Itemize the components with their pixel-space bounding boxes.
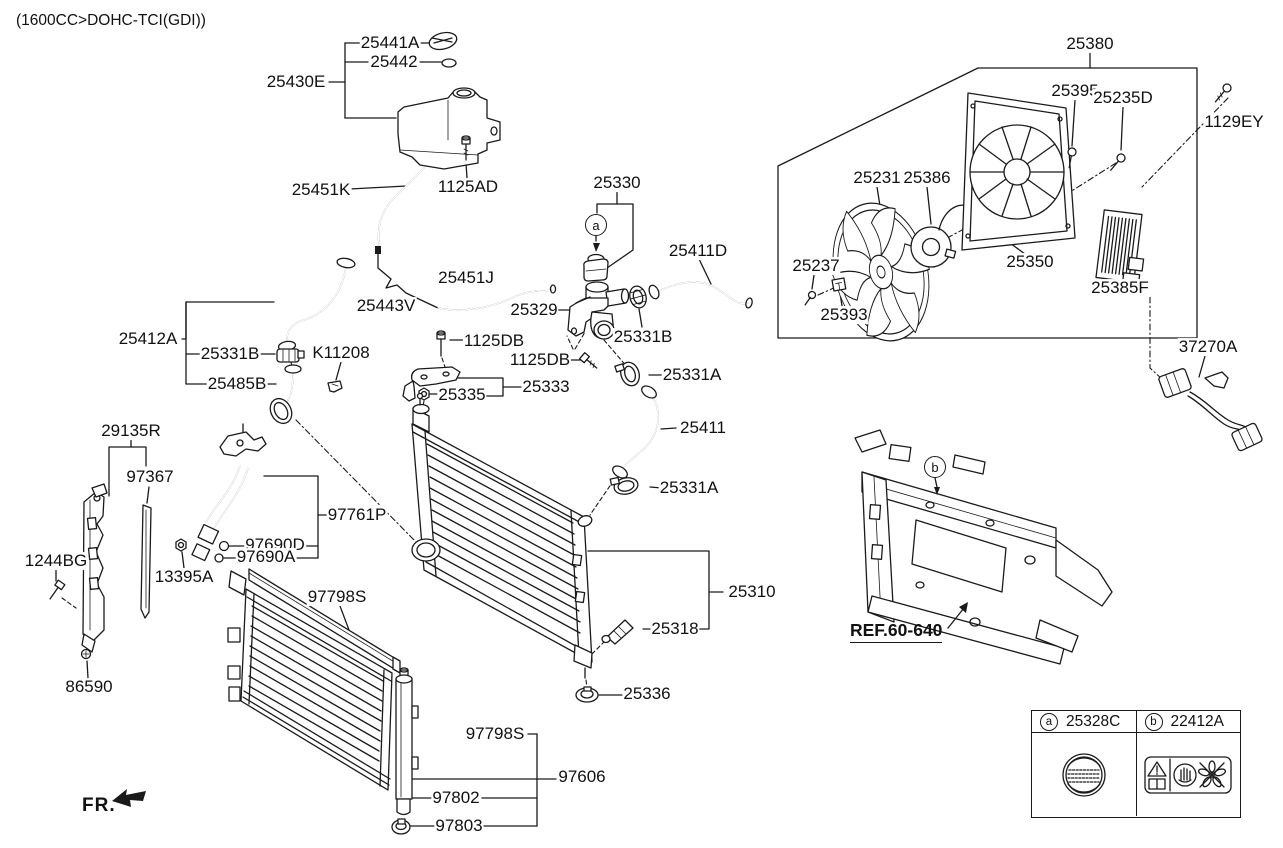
- part-label-25331A: 25331A: [661, 365, 723, 385]
- part-label-25411: 25411: [678, 418, 728, 438]
- callout-a: a: [585, 214, 607, 236]
- part-label-25386: 25386: [902, 168, 952, 188]
- callout-b-letter: b: [931, 459, 939, 475]
- radiator-cap-label-icon: [1032, 733, 1136, 816]
- clip-25393: [831, 277, 847, 292]
- part-label-K11208: K11208: [311, 343, 371, 363]
- part-label-29135R: 29135R: [100, 421, 162, 441]
- bolt-1129EY: [1214, 83, 1232, 103]
- part-label-97798S: 97798S: [464, 724, 526, 744]
- legend-body-row: [1032, 733, 1240, 816]
- filler-neck-drawing: [567, 253, 630, 340]
- part-label-25350: 25350: [1005, 252, 1055, 272]
- part-label-25330: 25330: [592, 173, 642, 193]
- harness-37270A-drawing: [1158, 355, 1263, 452]
- part-label-25237: 25237: [791, 256, 841, 276]
- fr-direction-arrow: [112, 789, 146, 807]
- part-label-97690A: 97690A: [235, 547, 297, 567]
- legend-header-row: a 25328C b 22412A: [1032, 711, 1240, 733]
- support-callout-arrows: [934, 477, 968, 629]
- part-label-25485B: 25485B: [206, 374, 268, 394]
- ac-tube-drawing: [175, 423, 267, 563]
- fan-shroud-25350-drawing: [961, 92, 1076, 251]
- fan-controller-25385F-drawing: [1095, 209, 1145, 289]
- part-label-97606: 97606: [557, 767, 607, 787]
- part-label-25443V: 25443V: [355, 296, 417, 316]
- left-hose-leaders: [181, 301, 417, 543]
- part-label-25380: 25380: [1065, 34, 1115, 54]
- condenser-leaders: [339, 605, 557, 827]
- bolt-25395: [1067, 147, 1077, 169]
- part-label-25412A: 25412A: [117, 329, 179, 349]
- part-label-25331A: 25331A: [658, 478, 720, 498]
- part-label-25385F: 25385F: [1090, 278, 1150, 298]
- part-label-25336: 25336: [622, 684, 672, 704]
- radiator-drawing: [411, 392, 634, 703]
- part-label-25329: 25329: [509, 300, 559, 320]
- reservoir-tank-drawing: [375, 31, 557, 311]
- legend-cell-a: a 25328C: [1032, 711, 1136, 732]
- part-label-1125DB: 1125DB: [508, 350, 572, 370]
- legend-letter-b: b: [1150, 715, 1157, 728]
- legend-letter-a: a: [1045, 715, 1053, 728]
- fan-warning-label-icon: [1135, 733, 1241, 816]
- part-label-25393: 25393: [819, 305, 869, 325]
- ref-60-640-link[interactable]: REF.60-640: [850, 620, 943, 643]
- part-label-25430E: 25430E: [265, 72, 327, 92]
- air-guard-drawing: [49, 483, 152, 660]
- clamp-25331B-right: [629, 285, 647, 309]
- part-label-25331B: 25331B: [199, 344, 261, 364]
- lower-hose-25412A-drawing: [269, 257, 356, 425]
- legend-circle-b: b: [1144, 712, 1163, 731]
- fan-assembly-box: [777, 67, 1198, 339]
- part-label-37270A: 37270A: [1177, 337, 1239, 357]
- bolt-1125AD: [461, 135, 471, 161]
- part-label-13395A: 13395A: [153, 567, 215, 587]
- callout-b: b: [924, 456, 946, 478]
- legend-code-a: 25328C: [1066, 712, 1121, 730]
- part-label-1129EY: 1129EY: [1203, 112, 1265, 132]
- part-label-97367: 97367: [125, 467, 175, 487]
- bolt-25237: [804, 290, 817, 306]
- part-label-25333: 25333: [521, 377, 571, 397]
- part-label-25335: 25335: [437, 385, 487, 405]
- air-guard-leaders: [55, 439, 150, 679]
- part-label-25451J: 25451J: [437, 268, 495, 288]
- part-label-1244BG: 1244BG: [23, 551, 89, 571]
- part-label-97761P: 97761P: [326, 505, 388, 525]
- part-label-1125AD: 1125AD: [436, 177, 500, 197]
- part-label-25235D: 25235D: [1092, 88, 1154, 108]
- part-label-25331B: 25331B: [612, 327, 674, 347]
- part-label-86590: 86590: [64, 677, 114, 697]
- part-label-1125DB: 1125DB: [462, 331, 526, 351]
- fr-label: FR.: [82, 795, 116, 816]
- part-label-97803: 97803: [434, 816, 484, 836]
- part-label-97798S: 97798S: [306, 587, 368, 607]
- upper-hose-25411D-drawing: [648, 281, 753, 309]
- part-label-25441A: 25441A: [359, 33, 421, 53]
- part-label-25451K: 25451K: [290, 180, 352, 200]
- bolt-25235D: [1110, 153, 1126, 171]
- legend-circle-a: a: [1040, 712, 1058, 731]
- bracket-25333-drawing: [402, 330, 598, 402]
- hose-25411-drawing: [609, 361, 659, 495]
- part-label-97802: 97802: [431, 788, 481, 808]
- legend-code-b: 22412A: [1170, 712, 1224, 730]
- part-label-25442: 25442: [369, 52, 419, 72]
- part-label-25310: 25310: [727, 582, 777, 602]
- legend-table: a 25328C b 22412A: [1031, 710, 1241, 818]
- part-label-25231: 25231: [852, 168, 902, 188]
- radiator-support-drawing: [854, 429, 1113, 665]
- part-label-25318: 25318: [650, 619, 700, 639]
- part-label-25411D: 25411D: [667, 241, 729, 261]
- thermostat-leaders: [557, 190, 712, 516]
- callout-a-letter: a: [592, 217, 600, 233]
- condenser-drawing: [227, 568, 419, 835]
- legend-cell-b: b 22412A: [1135, 711, 1241, 732]
- page-title: (1600CC>DOHC-TCI(GDI)): [16, 12, 206, 29]
- part-label-25395: 25395: [1050, 81, 1100, 101]
